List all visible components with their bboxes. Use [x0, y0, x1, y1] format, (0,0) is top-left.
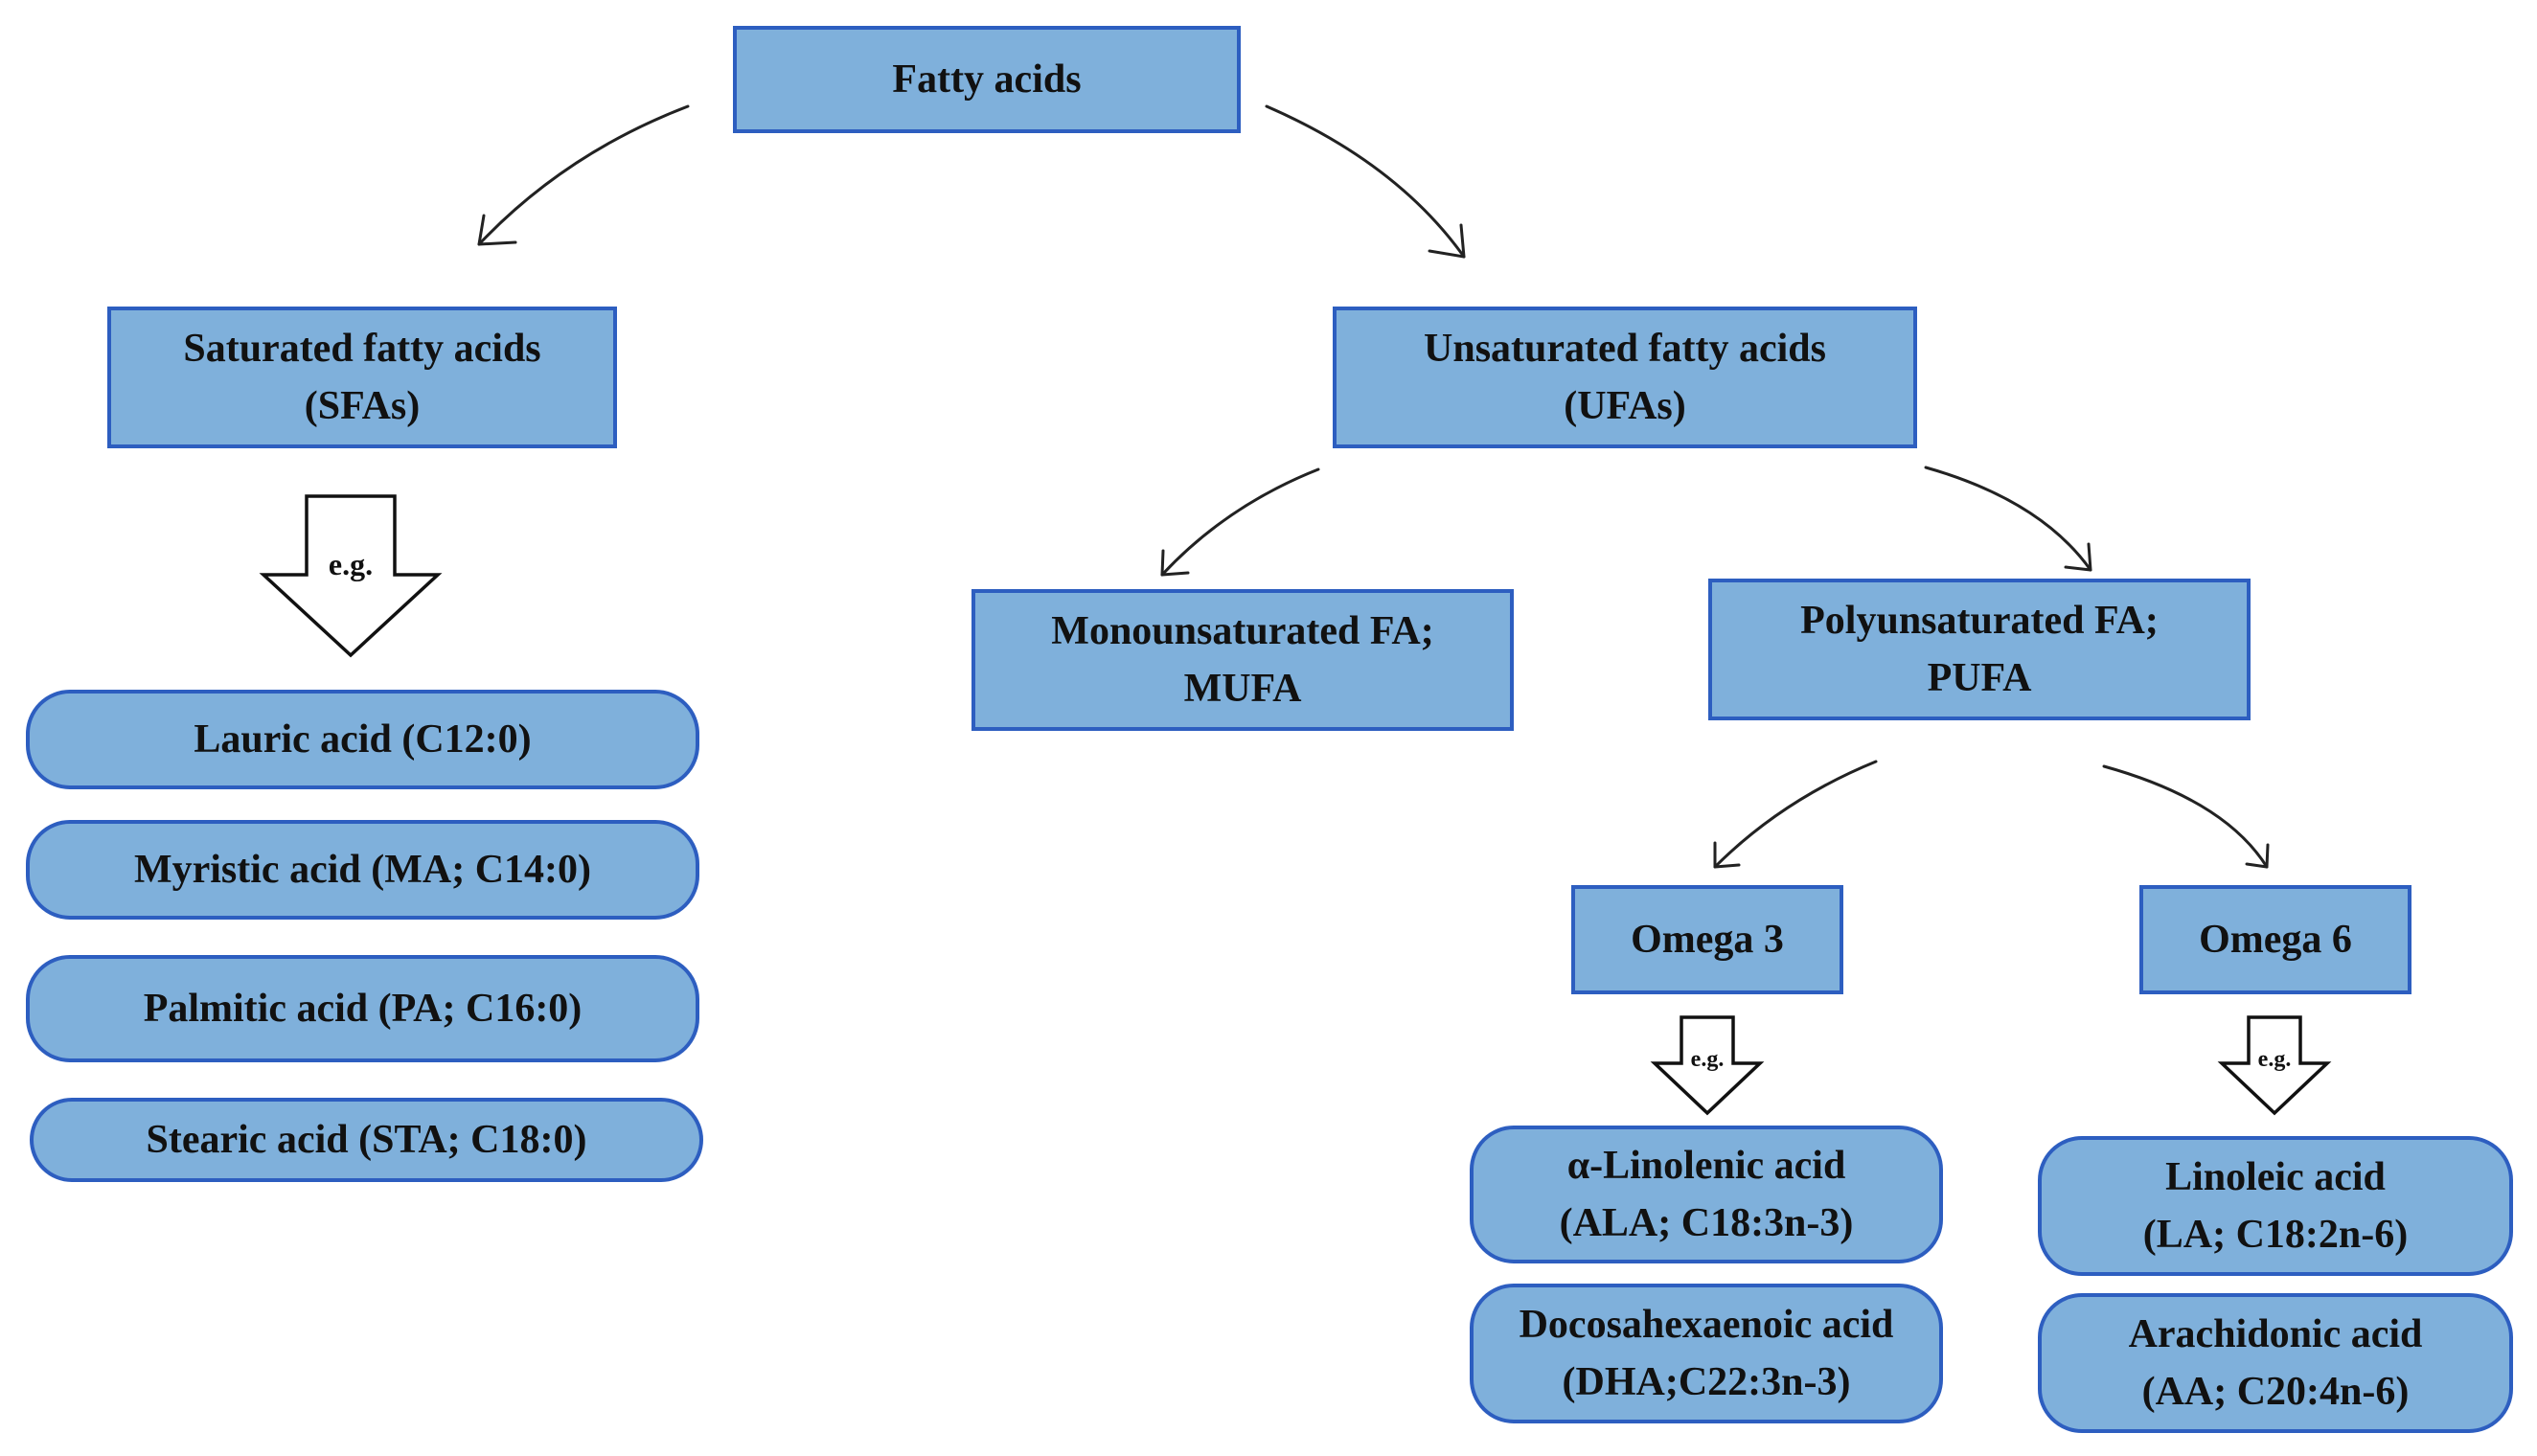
omega3-example-dha: Docosahexaenoic acid (DHA;C22:3n-3)	[1470, 1284, 1943, 1423]
omega6-example-name: Arachidonic acid	[2128, 1312, 2423, 1356]
sfa-example-label: Myristic acid (MA; C14:0)	[133, 848, 591, 892]
sfa-example-label: Stearic acid (STA; C18:0)	[146, 1118, 587, 1162]
omega3-example-code: (DHA;C22:3n-3)	[1562, 1360, 1851, 1404]
pufa-box: Polyunsaturated FA; PUFA	[1708, 579, 2251, 720]
eg-arrow-omega3	[1650, 1015, 1765, 1116]
arrowhead-pufa-omega6	[2245, 843, 2270, 869]
eg-label-sfa: e.g.	[329, 547, 373, 581]
unsaturated-fatty-acids-label: Unsaturated fatty acids	[1424, 327, 1826, 371]
pufa-abbr: PUFA	[1927, 656, 2032, 700]
saturated-fatty-acids-abbr: (SFAs)	[304, 384, 421, 428]
mufa-box: Monounsaturated FA; MUFA	[971, 589, 1514, 731]
omega6-example-la: Linoleic acid (LA; C18:2n-6)	[2038, 1136, 2513, 1276]
omega3-example-name: Docosahexaenoic acid	[1519, 1303, 1894, 1347]
omega6-label: Omega 6	[2199, 918, 2352, 962]
mufa-abbr: MUFA	[1183, 667, 1302, 711]
saturated-fatty-acids-label: Saturated fatty acids	[183, 327, 541, 371]
sfa-example-stearic: Stearic acid (STA; C18:0)	[30, 1098, 703, 1182]
mufa-label: Monounsaturated FA;	[1051, 609, 1434, 653]
arrowhead-ufa-mufa	[1160, 549, 1190, 577]
eg-label-omega3: e.g.	[1691, 1047, 1725, 1072]
sfa-example-label: Lauric acid (C12:0)	[194, 717, 532, 762]
unsaturated-fatty-acids-box: Unsaturated fatty acids (UFAs)	[1333, 307, 1917, 448]
eg-arrow-sfa	[259, 494, 443, 658]
sfa-example-palmitic: Palmitic acid (PA; C16:0)	[26, 955, 699, 1062]
sfa-example-myristic: Myristic acid (MA; C14:0)	[26, 820, 699, 920]
arrowhead-ufa-pufa	[2064, 542, 2092, 572]
omega6-example-name: Linoleic acid	[2165, 1155, 2386, 1199]
omega3-example-name: α-Linolenic acid	[1566, 1144, 1846, 1188]
sfa-example-lauric: Lauric acid (C12:0)	[26, 690, 699, 789]
arrowhead-root-ufa	[1428, 223, 1466, 259]
saturated-fatty-acids-box: Saturated fatty acids (SFAs)	[107, 307, 617, 448]
arrowhead-root-sfa	[477, 214, 517, 246]
eg-arrow-omega6	[2217, 1015, 2332, 1116]
arrowhead-pufa-omega3	[1713, 841, 1741, 869]
omega6-example-aa: Arachidonic acid (AA; C20:4n-6)	[2038, 1293, 2513, 1433]
connector-ufa-pufa	[1924, 466, 2092, 572]
omega3-example-ala: α-Linolenic acid (ALA; C18:3n-3)	[1470, 1126, 1943, 1263]
fatty-acids-box: Fatty acids	[733, 26, 1241, 133]
connector-root-ufa	[1265, 104, 1466, 259]
omega6-example-code: (LA; C18:2n-6)	[2142, 1213, 2409, 1257]
connector-root-sfa	[477, 104, 690, 246]
connector-pufa-omega3	[1713, 760, 1878, 869]
omega6-box: Omega 6	[2139, 885, 2411, 994]
pufa-label: Polyunsaturated FA;	[1800, 599, 2159, 643]
omega3-box: Omega 3	[1571, 885, 1843, 994]
connector-ufa-mufa	[1160, 467, 1320, 577]
unsaturated-fatty-acids-abbr: (UFAs)	[1564, 384, 1686, 428]
connector-pufa-omega6	[2102, 764, 2269, 869]
omega3-example-code: (ALA; C18:3n-3)	[1559, 1201, 1854, 1245]
sfa-example-label: Palmitic acid (PA; C16:0)	[143, 987, 583, 1031]
eg-label-omega6: e.g.	[2258, 1047, 2292, 1072]
omega3-label: Omega 3	[1631, 918, 1784, 962]
fatty-acids-label: Fatty acids	[892, 57, 1082, 102]
omega6-example-code: (AA; C20:4n-6)	[2141, 1370, 2410, 1414]
